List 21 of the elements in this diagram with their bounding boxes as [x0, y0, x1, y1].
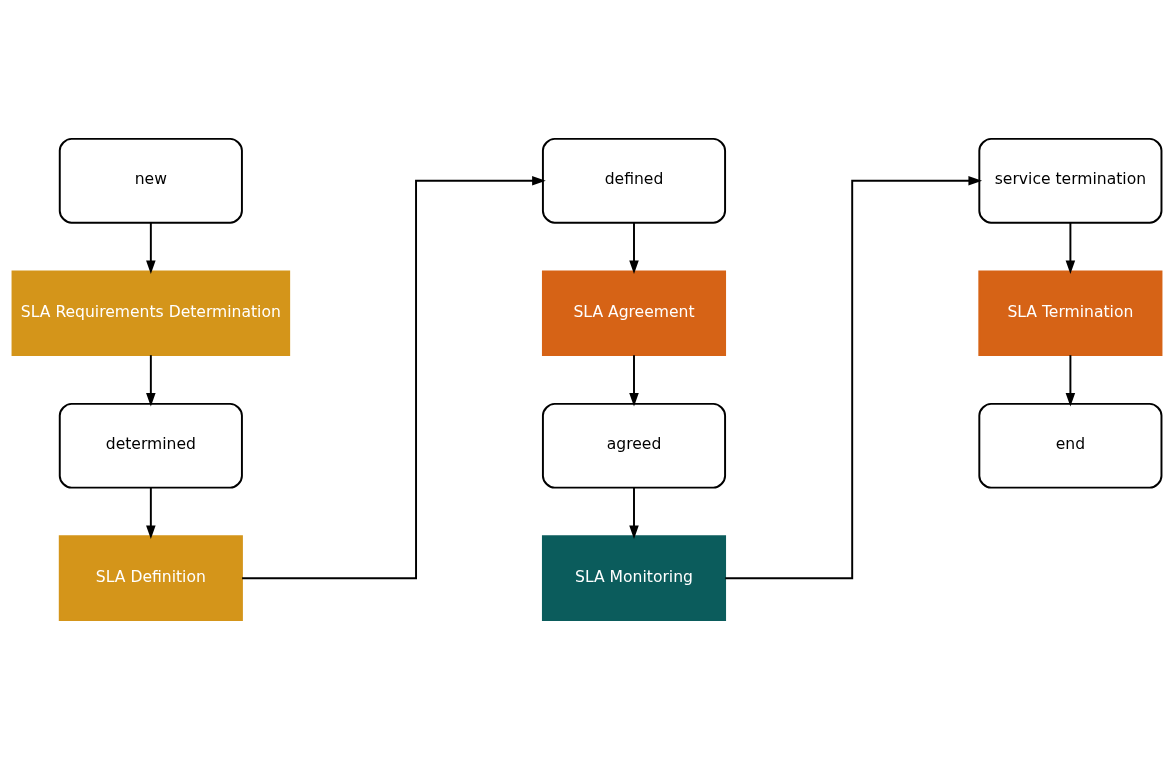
node-box: determined: [58, 402, 243, 489]
node-box: defined: [541, 137, 727, 224]
node-box: SLA Termination: [978, 270, 1163, 357]
arrow: [1065, 221, 1076, 275]
arrow: [724, 176, 983, 580]
node-box: new: [58, 137, 243, 224]
node-box: end: [978, 402, 1163, 489]
arrow: [629, 486, 639, 540]
node-box: agreed: [541, 402, 727, 489]
arrow: [629, 221, 639, 275]
node-box: SLA Agreement: [541, 270, 727, 357]
arrow: [146, 221, 156, 275]
node-box: service termination: [978, 137, 1163, 224]
node-box: SLA Monitoring: [541, 535, 727, 622]
node-box: SLA Requirements Determination: [11, 270, 291, 357]
node-box: SLA Definition: [58, 535, 243, 622]
arrow: [146, 486, 156, 540]
arrow: [241, 176, 546, 580]
arrow: [629, 354, 639, 407]
arrow: [146, 354, 156, 407]
arrow: [1065, 354, 1076, 407]
